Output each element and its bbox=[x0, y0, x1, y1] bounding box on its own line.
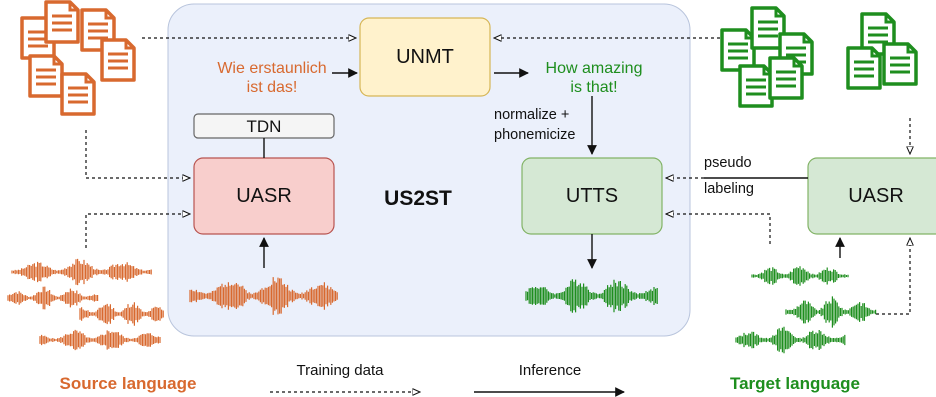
source-waveform-2 bbox=[7, 286, 99, 310]
unmt-label: UNMT bbox=[396, 46, 454, 68]
uasr-target-box bbox=[807, 157, 936, 235]
normalize-label-line1: normalize + bbox=[494, 107, 569, 123]
target-waveform-3 bbox=[735, 326, 846, 354]
legend: Training data Inference bbox=[270, 362, 625, 397]
pseudo-label-line1: pseudo bbox=[704, 155, 752, 171]
source-sentence-line1: Wie erstaunlich bbox=[217, 60, 326, 77]
us2st-label: US2ST bbox=[384, 187, 452, 210]
target-sentence-line1: How amazing bbox=[546, 60, 643, 77]
pseudo-label-line2: labeling bbox=[704, 181, 754, 197]
target-documents-icon bbox=[720, 6, 918, 108]
us2st-panel bbox=[167, 3, 691, 337]
tdn-label: TDN bbox=[247, 117, 282, 136]
source-inference-waveform bbox=[189, 277, 338, 315]
source-sentence-line2: ist das! bbox=[247, 79, 298, 96]
unmt-box bbox=[359, 17, 491, 97]
training-arrows bbox=[85, 38, 910, 315]
source-documents-icon bbox=[20, 0, 136, 116]
source-waveform-1 bbox=[11, 258, 152, 286]
uasr-source-label: UASR bbox=[236, 185, 292, 207]
source-waveform-3 bbox=[79, 302, 164, 326]
source-waveform-4 bbox=[39, 329, 161, 351]
normalize-label-line2: phonemicize bbox=[494, 127, 575, 143]
source-language-label: Source language bbox=[60, 374, 197, 393]
target-waveform-2 bbox=[785, 296, 877, 328]
inference-arrows bbox=[259, 68, 845, 269]
target-language-label: Target language bbox=[730, 374, 860, 393]
target-waveform-1 bbox=[751, 266, 849, 286]
target-sentence-line2: is that! bbox=[570, 79, 617, 96]
utts-label: UTTS bbox=[566, 185, 618, 207]
legend-inference-label: Inference bbox=[519, 362, 582, 379]
target-inference-waveform bbox=[525, 279, 658, 313]
legend-training-label: Training data bbox=[297, 362, 385, 379]
waveforms bbox=[7, 258, 877, 354]
uasr-target-label: UASR bbox=[848, 185, 904, 207]
